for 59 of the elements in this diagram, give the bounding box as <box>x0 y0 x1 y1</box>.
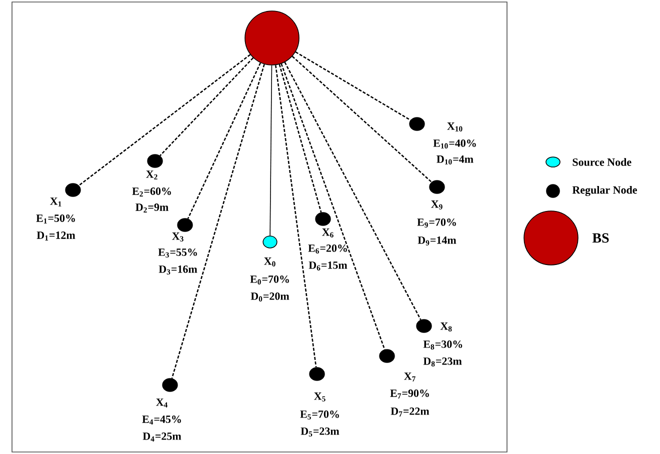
link-line <box>78 54 251 186</box>
regular-node <box>429 180 445 194</box>
node-label: D$_{5}$=23m <box>300 428 340 436</box>
node-label: X$_{2}$ <box>146 170 158 180</box>
node-label: E$_{9}$=70% <box>417 218 456 228</box>
base-station <box>244 10 300 66</box>
regular-node <box>315 212 331 226</box>
node-label: E$_{7}$=90% <box>390 390 429 398</box>
link-line <box>280 64 386 350</box>
regular-node <box>309 367 325 381</box>
node-label: D$_{7}$=22m <box>390 408 430 416</box>
node-label: E$_{3}$=55% <box>158 248 197 258</box>
node-label: X$_{5}$ <box>314 392 326 402</box>
node-label: E$_{4}$=45% <box>142 416 181 424</box>
regular-node <box>177 218 193 232</box>
node-label: D$_{4}$=25m <box>142 432 182 442</box>
node-label: E$_{2}$=60% <box>132 188 171 196</box>
source-node <box>262 236 278 248</box>
link-line <box>187 62 262 219</box>
legend-label: Regular Node <box>572 186 637 196</box>
node-label: D$_{10}$=4m <box>436 156 474 164</box>
node-label: X$_{10}$ <box>447 122 462 132</box>
link-line <box>284 62 422 320</box>
node-label: D$_{1}$=12m <box>36 232 76 240</box>
node-label: X$_{6}$ <box>322 228 334 238</box>
legend-label: BS <box>592 233 609 243</box>
link-line <box>275 65 317 368</box>
node-label: E$_{0}$=70% <box>250 275 289 284</box>
node-label: D$_{0}$=20m <box>250 292 290 302</box>
node-label: E$_{5}$=70% <box>300 410 339 420</box>
node-label: E$_{10}$=40% <box>433 139 476 149</box>
link-line <box>278 64 322 212</box>
node-label: E$_{1}$=50% <box>36 214 75 224</box>
node-label: E$_{8}$=30% <box>423 340 462 350</box>
link-line <box>292 56 432 183</box>
link-line <box>295 51 411 121</box>
regular-node <box>379 349 395 363</box>
node-label: X$_{7}$ <box>404 372 416 382</box>
node-label: D$_{2}$=9m <box>136 204 168 212</box>
node-label: E$_{6}$=20% <box>308 244 347 254</box>
node-label: X$_{8}$ <box>440 322 452 332</box>
node-label: D$_{9}$=14m <box>418 236 456 246</box>
node-label: D$_{6}$=15m <box>308 262 348 270</box>
node-label: X$_{1}$ <box>50 198 62 206</box>
regular-node <box>416 319 432 333</box>
regular-node <box>147 154 163 168</box>
link-line <box>171 64 265 378</box>
node-label: X$_{0}$ <box>264 258 276 266</box>
node-label: X$_{9}$ <box>431 200 442 210</box>
link-line <box>270 65 272 236</box>
regular-node <box>409 117 425 131</box>
node-label: D$_{8}$=23m <box>423 358 462 366</box>
regular-node <box>65 183 81 197</box>
link-line <box>160 57 254 156</box>
regular-node <box>162 378 178 392</box>
node-label: X$_{4}$ <box>156 398 168 408</box>
node-label: X$_{3}$ <box>172 232 184 242</box>
node-label: D$_{3}$=16m <box>158 266 198 274</box>
legend-label: Source Node <box>572 158 632 166</box>
